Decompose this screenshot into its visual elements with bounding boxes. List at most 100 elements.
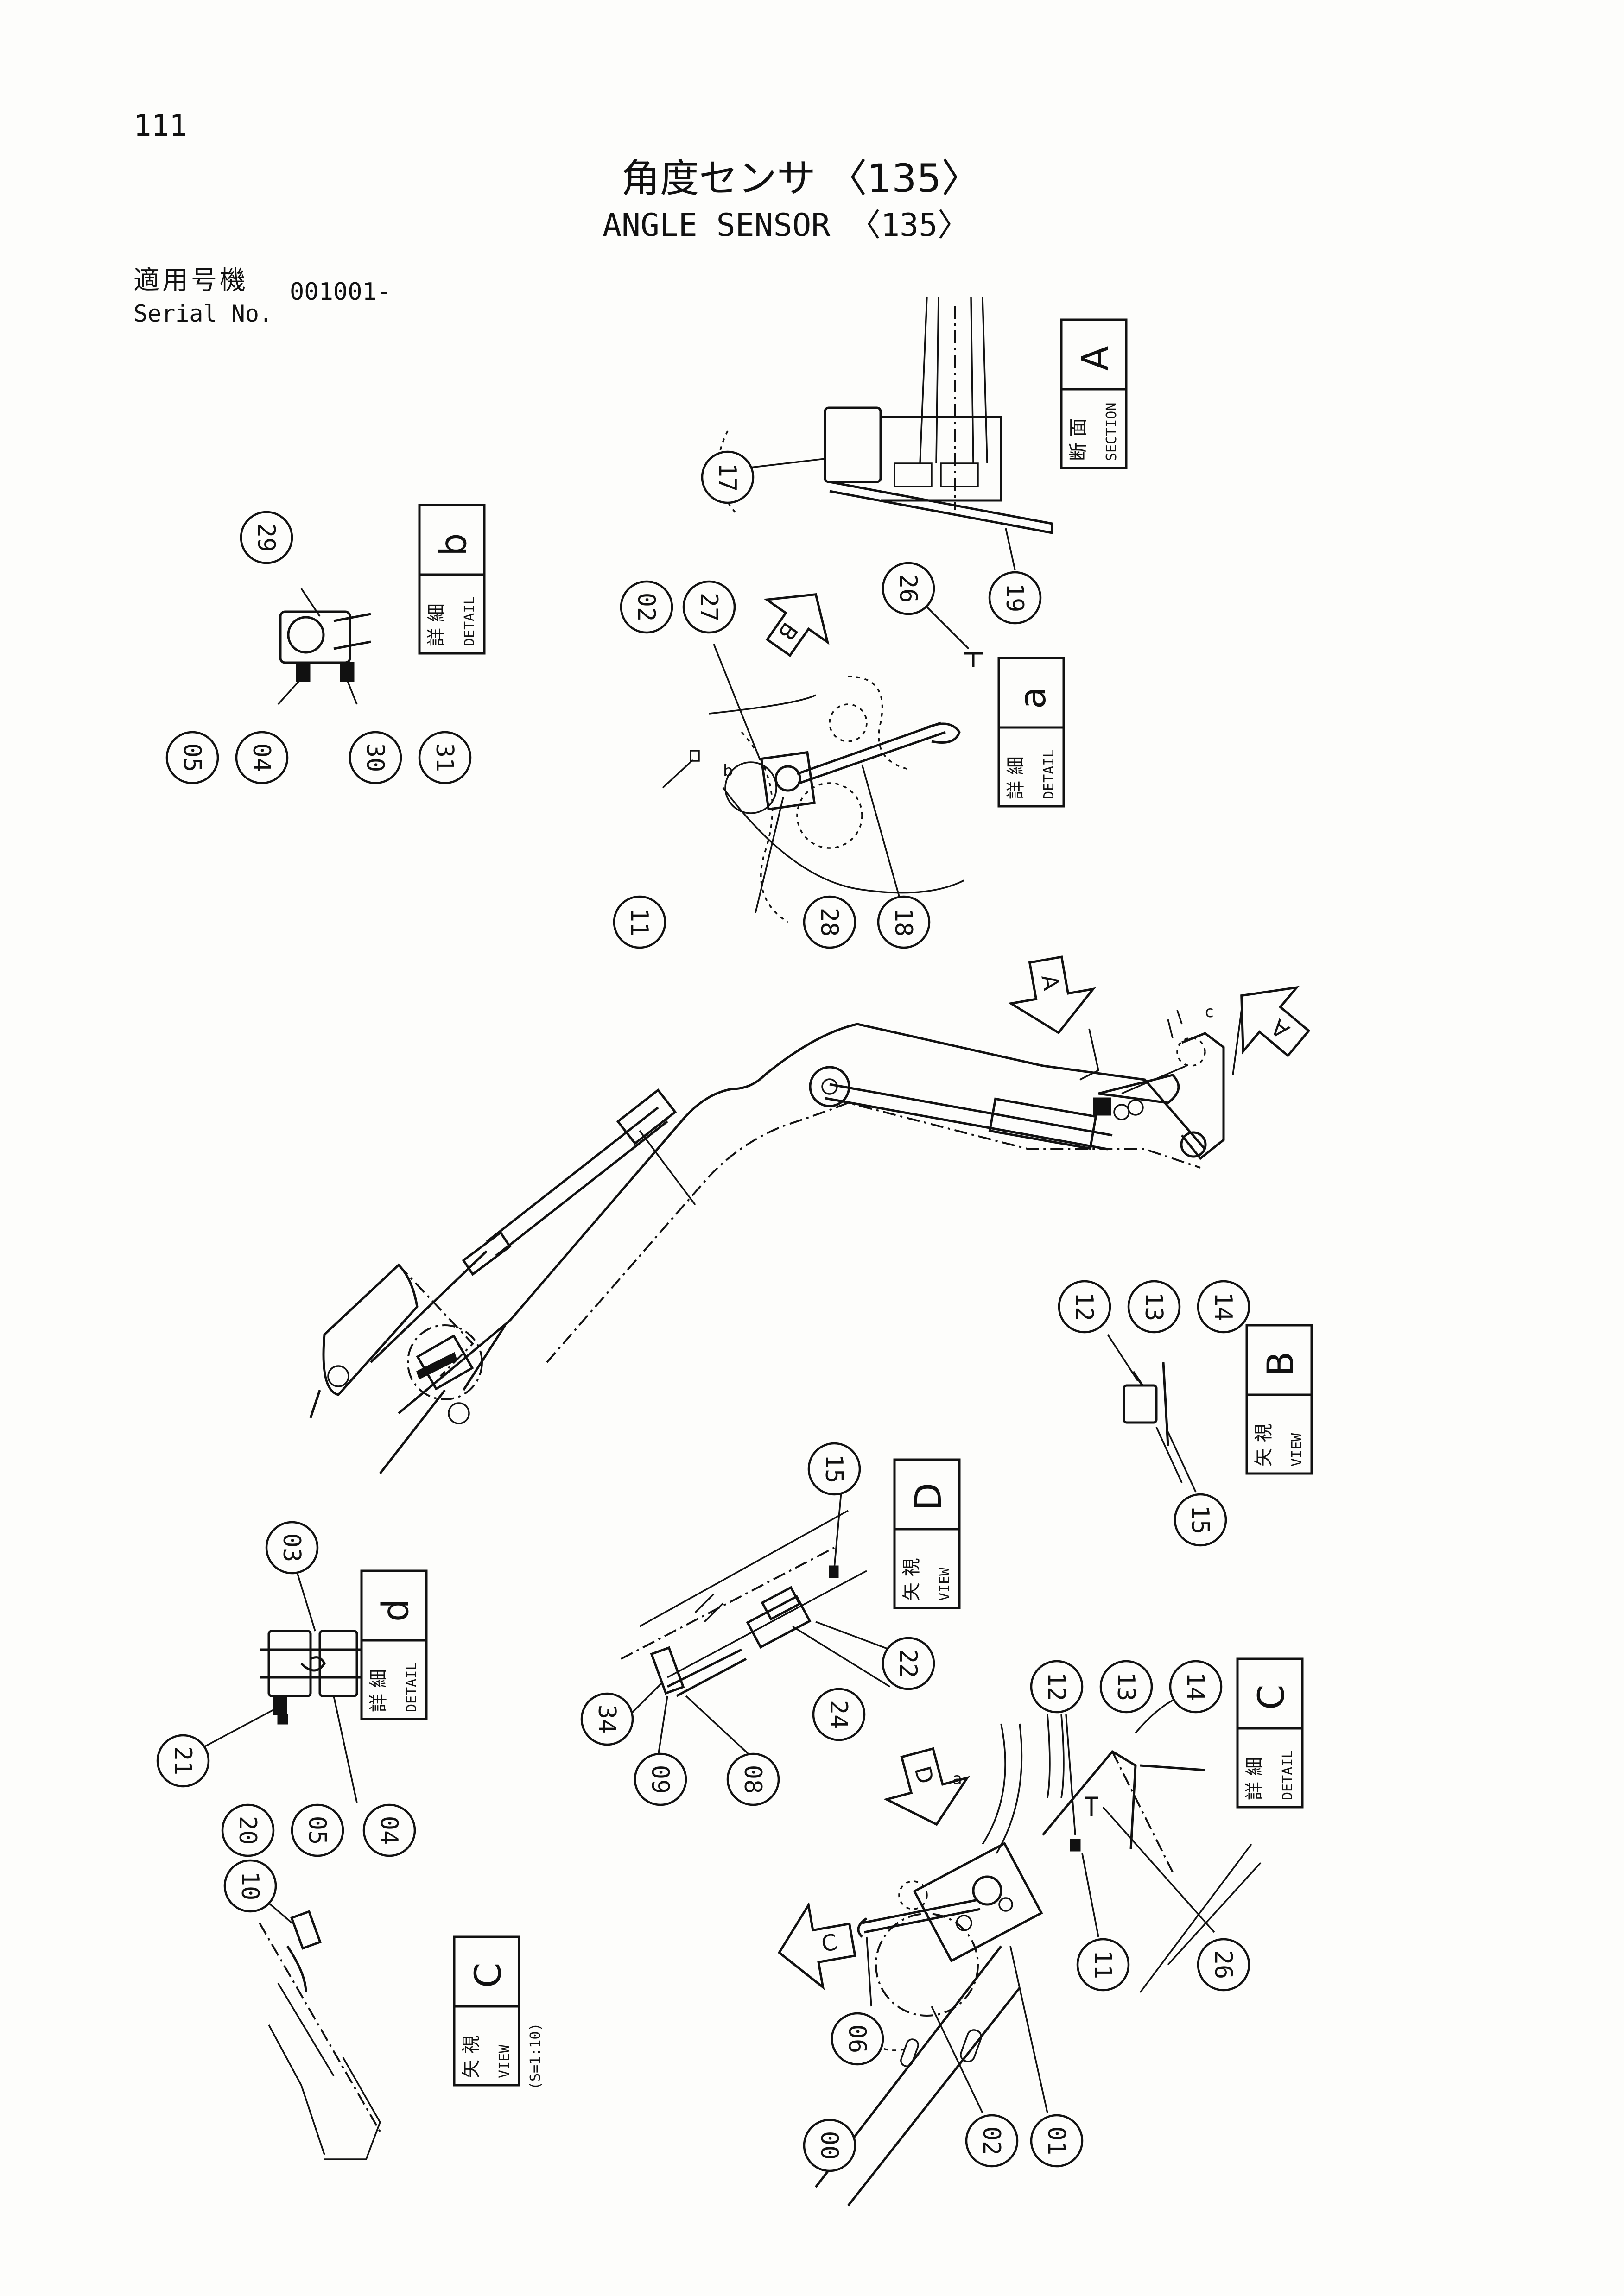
part-bubble-27: 27 — [682, 580, 736, 634]
part-bubble-26-a: 26 — [882, 562, 935, 615]
label-view-c: 矢 視 VIEW C (S=1:10) — [453, 1935, 544, 2090]
svg-text:A: A — [1075, 346, 1116, 371]
svg-text:28: 28 — [815, 908, 843, 937]
svg-text:20: 20 — [234, 1816, 261, 1845]
detail-d-drawing — [203, 1570, 362, 1803]
part-bubble-29: 29 — [240, 511, 293, 564]
serial-label-en: Serial No. — [133, 300, 273, 327]
view-arrow-a-right: A — [1240, 986, 1311, 1057]
view-arrow-d: D — [883, 1747, 970, 1826]
view-b-drawing — [1107, 1334, 1197, 1493]
label-detail-b: 詳 細 DETAIL b — [418, 504, 486, 655]
part-bubble-22: 22 — [882, 1637, 935, 1690]
part-bubble-00: 00 — [803, 2119, 856, 2172]
svg-text:15: 15 — [820, 1455, 848, 1484]
svg-text:詳 細: 詳 細 — [368, 1669, 389, 1712]
svg-text:矢 視: 矢 視 — [1253, 1423, 1275, 1467]
svg-text:14: 14 — [1181, 1672, 1209, 1701]
svg-text:D: D — [908, 1483, 950, 1511]
svg-text:VIEW: VIEW — [496, 2044, 513, 2078]
svg-text:a: a — [1012, 687, 1054, 709]
svg-text:断 面: 断 面 — [1068, 418, 1089, 461]
part-bubble-28: 28 — [803, 895, 856, 949]
part-bubble-15-b: 15 — [1174, 1493, 1227, 1547]
page-number: 111 — [133, 109, 187, 143]
part-bubble-08: 08 — [726, 1752, 780, 1806]
section-a-drawing — [717, 296, 1053, 570]
part-bubble-04-d: 04 — [362, 1803, 416, 1857]
svg-text:26: 26 — [1209, 1950, 1237, 1980]
mark-b: b — [723, 762, 733, 780]
svg-text:30: 30 — [361, 743, 389, 772]
part-bubble-24: 24 — [812, 1688, 866, 1741]
svg-text:A: A — [1036, 973, 1064, 992]
svg-text:13: 13 — [1112, 1672, 1140, 1701]
svg-text:14: 14 — [1209, 1292, 1237, 1322]
svg-text:05: 05 — [178, 743, 206, 772]
part-bubble-11-c: 11 — [1076, 1938, 1130, 1992]
svg-text:C: C — [1251, 1685, 1293, 1710]
part-bubbles: 17 19 29 02 27 26 05 04 30 31 11 28 18 1… — [156, 450, 1250, 2172]
part-bubble-30: 30 — [349, 731, 402, 784]
label-view-b: 矢 視 VIEW B — [1245, 1324, 1313, 1475]
view-arrow-c: C — [777, 1902, 856, 1990]
part-bubble-06: 06 — [831, 2012, 884, 2066]
svg-text:26: 26 — [894, 574, 922, 603]
view-arrow-b: B — [763, 593, 830, 658]
svg-text:29: 29 — [252, 523, 280, 552]
svg-text:DETAIL: DETAIL — [1041, 749, 1057, 799]
svg-text:02: 02 — [977, 2126, 1005, 2156]
part-bubble-14-b: 14 — [1197, 1280, 1250, 1334]
part-bubble-26-c: 26 — [1197, 1938, 1250, 1992]
svg-text:13: 13 — [1140, 1292, 1167, 1322]
svg-text:B: B — [1260, 1351, 1302, 1376]
part-bubble-02-c: 02 — [965, 2114, 1019, 2168]
svg-text:d: d — [375, 1599, 417, 1622]
svg-text:VIEW: VIEW — [937, 1567, 953, 1601]
svg-text:04: 04 — [247, 743, 275, 772]
svg-text:b: b — [433, 533, 475, 556]
svg-text:10: 10 — [236, 1872, 264, 1901]
svg-text:18: 18 — [889, 908, 917, 937]
svg-text:22: 22 — [894, 1649, 922, 1678]
part-bubble-10: 10 — [223, 1859, 277, 1913]
svg-text:12: 12 — [1042, 1672, 1070, 1701]
part-bubble-05-d: 05 — [291, 1803, 344, 1857]
svg-text:DETAIL: DETAIL — [462, 596, 478, 646]
svg-text:31: 31 — [431, 743, 458, 772]
svg-text:27: 27 — [695, 593, 723, 622]
label-detail-d: 詳 細 DETAIL d — [360, 1569, 428, 1720]
label-view-d: 矢 視 VIEW D — [893, 1458, 961, 1609]
label-detail-c: 詳 細 DETAIL C — [1236, 1657, 1304, 1809]
part-bubble-02-a: 02 — [620, 580, 673, 634]
mark-c: c — [1205, 1003, 1214, 1021]
svg-text:(S=1:10): (S=1:10) — [527, 2023, 544, 2090]
svg-text:B: B — [773, 618, 803, 645]
svg-text:矢 視: 矢 視 — [901, 1558, 922, 1601]
page-title-jp: 角度センサ 〈135〉 — [621, 156, 981, 201]
svg-text:詳 細: 詳 細 — [426, 603, 447, 646]
svg-text:SECTION: SECTION — [1104, 403, 1120, 461]
part-bubble-14-c: 14 — [1169, 1660, 1223, 1714]
part-bubble-17: 17 — [701, 450, 755, 504]
part-bubble-03: 03 — [265, 1521, 319, 1575]
svg-text:12: 12 — [1070, 1292, 1098, 1322]
detail-b-drawing — [277, 588, 371, 705]
svg-text:09: 09 — [646, 1765, 674, 1794]
part-bubble-01: 01 — [1030, 2114, 1084, 2168]
part-bubble-13-b: 13 — [1127, 1280, 1181, 1334]
svg-text:19: 19 — [1001, 583, 1028, 613]
part-bubble-13-c: 13 — [1099, 1660, 1153, 1714]
svg-text:21: 21 — [169, 1746, 197, 1776]
svg-text:17: 17 — [713, 463, 741, 492]
svg-text:34: 34 — [593, 1705, 621, 1734]
svg-text:詳 細: 詳 細 — [1005, 756, 1027, 799]
part-bubble-21: 21 — [156, 1734, 210, 1788]
svg-text:00: 00 — [815, 2131, 843, 2160]
svg-text:04: 04 — [375, 1816, 403, 1845]
detail-a-drawing — [662, 606, 983, 923]
part-bubble-34: 34 — [580, 1692, 634, 1746]
view-arrow-a-top: A — [1008, 955, 1096, 1035]
svg-text:詳 細: 詳 細 — [1244, 1757, 1265, 1800]
